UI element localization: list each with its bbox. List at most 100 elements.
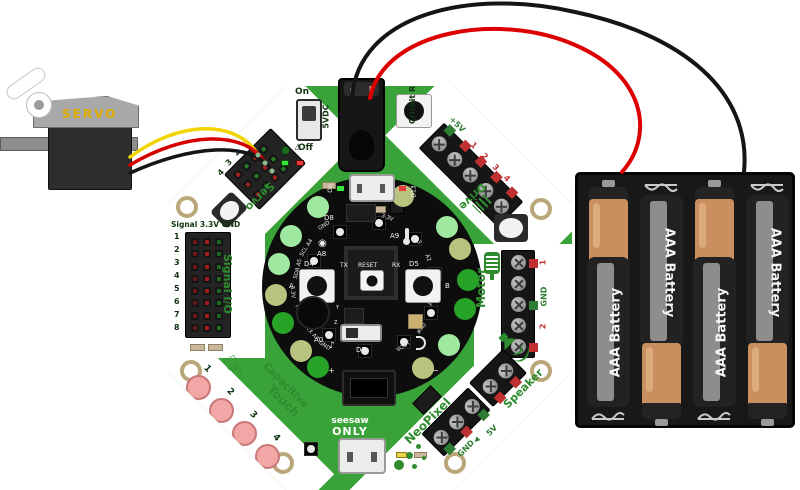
signal-header — [185, 232, 231, 338]
terminal-screw — [511, 339, 526, 354]
battery-terminal-nub — [602, 180, 615, 187]
power-switch-knob — [302, 106, 316, 121]
mounting-hole — [444, 452, 466, 474]
terminal-screw — [511, 276, 526, 291]
neopixel-led — [304, 442, 318, 456]
power-off-label: Off — [298, 143, 313, 153]
battery-terminal-nub — [708, 180, 721, 187]
cpx-a0-label: A0 — [314, 336, 324, 344]
status-icon — [281, 146, 290, 155]
cpx-neopixel — [424, 306, 438, 320]
battery-cell-2: AAA Battery — [638, 183, 685, 426]
cpx-d7-label: D7 — [356, 346, 366, 354]
servo-motor: SERVO — [0, 60, 180, 200]
cpx-neopixel — [307, 254, 321, 268]
cpx-on-led — [337, 186, 344, 191]
cpx-minus-label: − — [432, 366, 439, 375]
warning-icon: ⚠ — [294, 143, 303, 153]
cpx-button-b-label: B — [445, 282, 450, 290]
battery-terminal-nub — [761, 419, 774, 426]
yellow-led — [396, 452, 407, 458]
cpx-buzzer — [296, 296, 330, 330]
motor-terminal — [501, 250, 538, 358]
ring-pad — [412, 357, 434, 379]
cpx-usb-slot — [357, 184, 362, 193]
battery-cell-label: AAA Battery — [767, 227, 783, 318]
seesaw-usb-port — [338, 438, 386, 474]
servo-brand-label: SERVO — [62, 107, 118, 121]
touch-pad-4 — [255, 444, 280, 469]
battery-cell-label: AAA Battery — [714, 287, 730, 378]
touch-pad-3 — [232, 421, 257, 446]
cpx-button-a-label: A — [289, 282, 294, 290]
ring-pad — [436, 216, 458, 238]
mounting-hole — [530, 360, 552, 382]
cpx-accelerometer — [344, 308, 364, 324]
battery-spring — [591, 412, 625, 421]
battery-tan-section — [589, 199, 628, 263]
motor-terminal-accent — [529, 259, 538, 268]
cpx-a8-label: A8 — [317, 250, 327, 258]
terminal-screw — [444, 148, 466, 171]
cpx-rx-label: RX — [392, 262, 401, 269]
ring-pad — [272, 312, 294, 334]
seesaw-usb-slot — [371, 452, 377, 462]
battery-stripe — [756, 201, 773, 341]
battery-cap — [642, 403, 681, 419]
battery-cell-4: AAA Battery — [744, 183, 791, 426]
signal-row-number: 4 — [174, 271, 180, 280]
cpx-usb-slot — [380, 184, 385, 193]
motor-icon — [484, 252, 500, 274]
touch-pad-2 — [209, 398, 234, 423]
cpx-on-label: On — [326, 184, 334, 193]
signal-row-number: 2 — [174, 245, 180, 254]
neopixel-dots-icon — [392, 436, 432, 472]
cpx-button-b — [405, 269, 441, 303]
battery-tan-section — [748, 343, 787, 407]
capacitor-top — [499, 218, 523, 238]
ring-pad — [307, 356, 329, 378]
smd-component — [208, 344, 223, 351]
smd-component — [322, 182, 336, 189]
cpx-neopixel — [358, 344, 372, 358]
cpx-d13-led — [399, 186, 406, 191]
signal-row-number: 5 — [174, 284, 180, 293]
ring-pad — [454, 298, 476, 320]
power-jack-mouth — [344, 82, 379, 96]
signal-row-number: 3 — [174, 258, 180, 267]
battery-holder: AAA Battery AAA Battery AAA Battery — [575, 172, 795, 428]
crickit-reset-label: Crickit Reset — [408, 66, 417, 124]
power-jack-label: 5VDC — [321, 104, 331, 129]
battery-cell-3: AAA Battery — [691, 180, 738, 421]
battery-spring — [644, 183, 678, 192]
motor-terminal-accent — [529, 343, 538, 352]
ring-pad — [265, 284, 287, 306]
battery-stripe — [597, 263, 614, 401]
battery-cell-label: AAA Battery — [661, 227, 677, 318]
ring-pad — [449, 238, 471, 260]
battery-terminal-nub — [655, 419, 668, 426]
smd-component — [414, 452, 427, 458]
cpx-d5-label: D5 — [409, 260, 419, 268]
cpx-d4-label: D4 — [304, 260, 314, 268]
terminal-screw — [511, 318, 526, 333]
battery-tan-section — [642, 343, 681, 407]
ring-pad — [392, 185, 414, 207]
mounting-hole — [176, 196, 198, 218]
cpx-usb-port — [349, 174, 395, 202]
motor-icon-shaft — [490, 274, 494, 280]
ear-icon — [416, 336, 426, 350]
cpx-neopixel — [397, 335, 411, 349]
servo-mount-tab-left — [0, 137, 50, 151]
servo-body — [48, 126, 132, 190]
cpx-small-ic — [346, 204, 376, 222]
eye-icon: ◉ — [318, 238, 327, 249]
motor-pin-label: 1 — [538, 259, 548, 266]
cpx-microphone — [408, 314, 423, 329]
battery-cap — [748, 403, 787, 419]
cpx-battery-connector-slot — [350, 378, 388, 398]
cpx-reset-button — [360, 270, 384, 291]
motor-pin-label: GND — [539, 286, 549, 307]
cpx-y-axis-label: Y — [336, 305, 340, 311]
